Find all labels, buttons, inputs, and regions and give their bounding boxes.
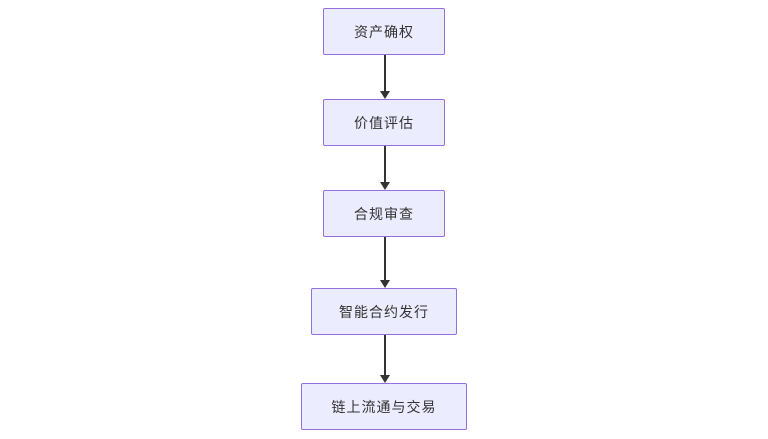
flow-node-label: 合规审查: [354, 205, 414, 222]
flow-node-label: 智能合约发行: [339, 303, 429, 320]
flow-edge-2: [384, 146, 386, 182]
flow-edge-4: [384, 335, 386, 375]
flow-node-compliance-review[interactable]: 合规审查: [323, 190, 445, 237]
flow-node-label: 资产确权: [354, 23, 414, 40]
flow-arrowhead-4: [380, 375, 390, 383]
flow-node-label: 链上流通与交易: [331, 398, 437, 415]
flow-node-onchain-circulation-trading[interactable]: 链上流通与交易: [301, 383, 467, 430]
flow-edge-1: [384, 55, 386, 91]
flow-node-valuation[interactable]: 价值评估: [323, 99, 445, 146]
flow-node-label: 价值评估: [354, 114, 414, 131]
flow-arrowhead-2: [380, 182, 390, 190]
flow-arrowhead-3: [380, 280, 390, 288]
flow-arrowhead-1: [380, 91, 390, 99]
flow-node-asset-rights[interactable]: 资产确权: [323, 8, 445, 55]
flow-edge-3: [384, 237, 386, 280]
flow-node-smart-contract-issuance[interactable]: 智能合约发行: [311, 288, 457, 335]
